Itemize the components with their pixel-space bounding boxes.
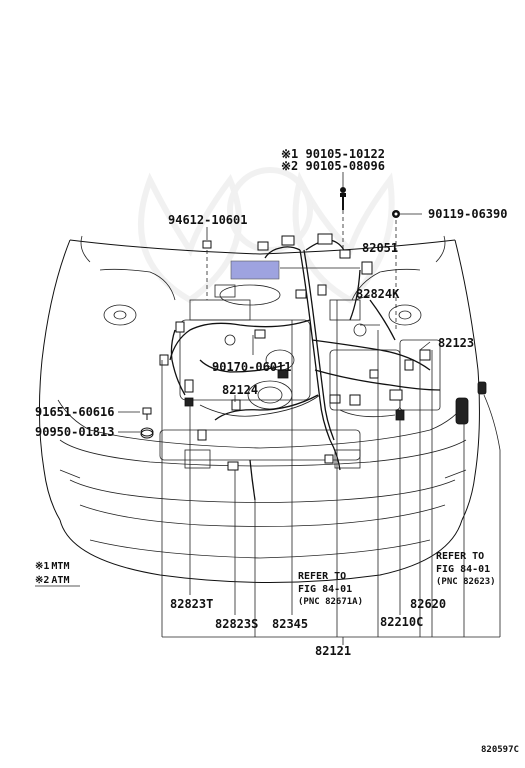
label-82345: 82345 <box>272 617 308 631</box>
bolt-small-icon <box>142 407 152 420</box>
label-90950: 90950-01813 <box>35 425 114 439</box>
label-82823T: 82823T <box>170 597 213 611</box>
refer2-line3: (PNC 82623) <box>436 577 496 587</box>
label-90119: 90119-06390 <box>428 207 507 221</box>
label-82124: 82124 <box>222 383 258 397</box>
refer2-line2: FIG 84-01 <box>436 564 490 575</box>
refer1-line3: (PNC 82671A) <box>298 597 363 607</box>
label-82051: 82051 <box>362 241 398 255</box>
label-90170: 90170-06011 <box>212 360 291 374</box>
label-82210C: 82210C <box>380 615 423 629</box>
engine-components <box>159 284 441 469</box>
part-labels: ※1 90105-10122 ※2 90105-08096 94612-1060… <box>35 147 519 755</box>
nut-icon <box>392 210 400 218</box>
bolt-icon <box>340 187 346 210</box>
label-82123: 82123 <box>438 336 474 350</box>
clip-icon <box>202 240 212 249</box>
label-top-line2: ※2 90105-08096 <box>281 159 385 173</box>
label-91651: 91651-60616 <box>35 405 114 419</box>
leader-lines <box>118 172 501 645</box>
refer2-line1: REFER TO <box>436 551 484 562</box>
harness-connectors <box>159 233 487 471</box>
watermark-logo <box>138 167 395 304</box>
label-top-line1: ※1 90105-10122 <box>281 147 385 161</box>
label-82823S: 82823S <box>215 617 258 631</box>
refer1-line1: REFER TO <box>298 571 346 582</box>
wire-harness <box>169 239 441 501</box>
label-82824K: 82824K <box>356 287 400 301</box>
label-94612: 94612-10601 <box>168 213 247 227</box>
label-82121: 82121 <box>315 644 351 658</box>
hood-outline <box>38 235 480 583</box>
label-82620: 82620 <box>410 597 446 611</box>
part-icons <box>140 187 400 439</box>
refer1-line2: FIG 84-01 <box>298 584 352 595</box>
highlight-box <box>230 260 280 280</box>
body-lines <box>57 268 469 559</box>
grommet-icon <box>140 427 154 439</box>
figure-id: 820597C <box>481 745 519 755</box>
